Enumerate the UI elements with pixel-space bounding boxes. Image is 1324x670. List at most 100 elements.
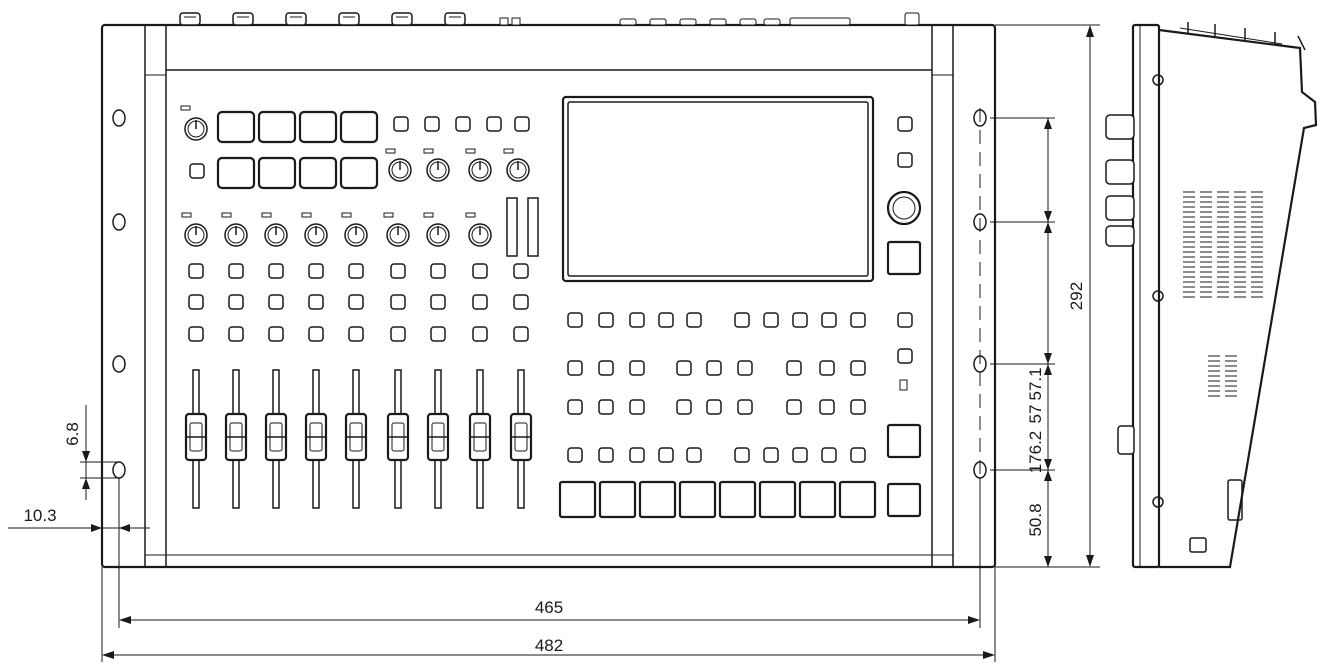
channel-button-r1-c9 (513, 263, 529, 279)
side-fader-knob (1117, 425, 1135, 455)
side-knob-2 (1105, 159, 1135, 185)
pad-top-1 (216, 110, 256, 144)
pad-bottom-4 (339, 156, 379, 190)
bottom-pad-4 (678, 480, 717, 519)
side-screw-3 (1152, 496, 1164, 508)
channel-button-r2-c7 (430, 294, 446, 310)
channel-button-r1-c5 (348, 263, 364, 279)
matrix-row1-btn-8 (792, 312, 808, 328)
matrix-row1-btn-10 (850, 312, 866, 328)
matrix-row2-btn-3 (629, 360, 645, 376)
channel-button-r2-c1 (188, 294, 204, 310)
dim-10.3-label: 10.3 (23, 506, 56, 525)
matrix-row2-btn-2 (598, 360, 614, 376)
matrix-row4-btn-1 (567, 447, 583, 463)
channel-button-r2-c6 (390, 294, 406, 310)
led-tab-ch-4 (301, 212, 312, 218)
fader-cap-7-grip (431, 422, 445, 452)
channel-button-r1-c7 (430, 263, 446, 279)
channel-button-r1-c3 (268, 263, 284, 279)
side-button-1 (897, 116, 913, 132)
meter-right (527, 197, 539, 257)
channel-button-r3-c6 (390, 326, 406, 342)
pitch-arrow-1a (1044, 118, 1052, 129)
matrix-row2-btn-8 (819, 360, 835, 376)
side-rear-connector-1 (1227, 479, 1243, 521)
top-small-jack-3 (679, 18, 697, 26)
side-vents (1183, 191, 1263, 397)
side-view (1105, 22, 1318, 569)
matrix-row3-btn-2 (598, 399, 614, 415)
pitch-label-57: 57 (1026, 405, 1045, 424)
left-rack-hole-2 (112, 213, 126, 231)
fader-cap-1-grip (189, 422, 203, 452)
dim-292-label: 292 (1067, 282, 1086, 310)
channel-button-r1-c4 (308, 263, 324, 279)
small-button-top-3 (455, 116, 471, 132)
pitch-arrow-3a (1044, 364, 1052, 375)
top-connectors (179, 12, 920, 26)
dim-465-arrow-right (968, 616, 980, 624)
small-button-top-4 (486, 116, 502, 132)
led-tab-ch-1 (181, 212, 192, 218)
side-front-plate (1131, 23, 1161, 569)
matrix-row4-btn-4 (658, 447, 674, 463)
channel-button-r1-c6 (390, 263, 406, 279)
channel-button-r3-c4 (308, 326, 324, 342)
pitch-label-middle: 57 (1026, 405, 1045, 424)
dim-6.8-label: 6.8 (63, 422, 82, 446)
pitch-label-upper: 176.2 (1026, 431, 1045, 474)
dim-6.8-arrow-bottom (82, 478, 90, 489)
channel-button-r1-c1 (188, 263, 204, 279)
input-select-button (189, 163, 205, 179)
pitch-arrow-2b (1044, 353, 1052, 364)
matrix-row4-btn-6 (734, 447, 750, 463)
fader-cap-4-grip (309, 422, 323, 452)
lcd-screen-frame (561, 95, 875, 283)
side-body-outline (1158, 28, 1318, 569)
side-top-jack-5 (1297, 35, 1306, 51)
side-screw-1 (1152, 74, 1164, 86)
matrix-row3-btn-7 (786, 399, 802, 415)
small-button-top-2 (424, 116, 440, 132)
matrix-row3-btn-4 (676, 399, 692, 415)
matrix-row3-btn-3 (629, 399, 645, 415)
dim-482-arrow-right (983, 651, 995, 659)
led-tab-ch-2 (221, 212, 232, 218)
top-connector-5 (391, 12, 413, 26)
enter-button (886, 240, 922, 276)
channel-button-r3-c3 (268, 326, 284, 342)
pitch-arrow-4a (1044, 470, 1052, 481)
dim-292-arrow-bottom (1086, 555, 1094, 567)
top-connector-6 (444, 12, 466, 26)
matrix-row4-btn-7 (763, 447, 779, 463)
led-tab-ch-7 (423, 212, 434, 218)
top-small-jack-6 (763, 18, 781, 26)
top-tiny-port-2 (511, 17, 521, 26)
channel-button-r2-c8 (472, 294, 488, 310)
small-button-top-1 (393, 116, 409, 132)
channel-button-r3-c7 (430, 326, 446, 342)
channel-button-r2-c2 (228, 294, 244, 310)
matrix-row4-btn-3 (629, 447, 645, 463)
channel-button-r1-c2 (228, 263, 244, 279)
fader-cap-6-grip (391, 422, 405, 452)
top-tiny-port-1 (499, 17, 509, 26)
matrix-row4-btn-10 (850, 447, 866, 463)
channel-button-r2-c4 (308, 294, 324, 310)
meter-left (506, 197, 518, 257)
led-tab-fx-4 (503, 148, 514, 154)
matrix-row1-btn-5 (686, 312, 702, 328)
fader-cap-5-grip (349, 422, 363, 452)
side-large-button-1 (886, 423, 922, 459)
top-small-jack-5 (739, 18, 757, 26)
led-tab-fx-2 (423, 148, 434, 154)
left-rack-hole-1 (112, 109, 126, 127)
pad-bottom-2 (257, 156, 297, 190)
side-top-edge (1179, 27, 1283, 45)
side-large-button-2 (886, 482, 922, 518)
led-tab-ch-6 (383, 212, 394, 218)
top-small-jack-2 (649, 18, 667, 26)
side-knob-3 (1105, 195, 1135, 221)
led-tab-fx-3 (465, 148, 476, 154)
